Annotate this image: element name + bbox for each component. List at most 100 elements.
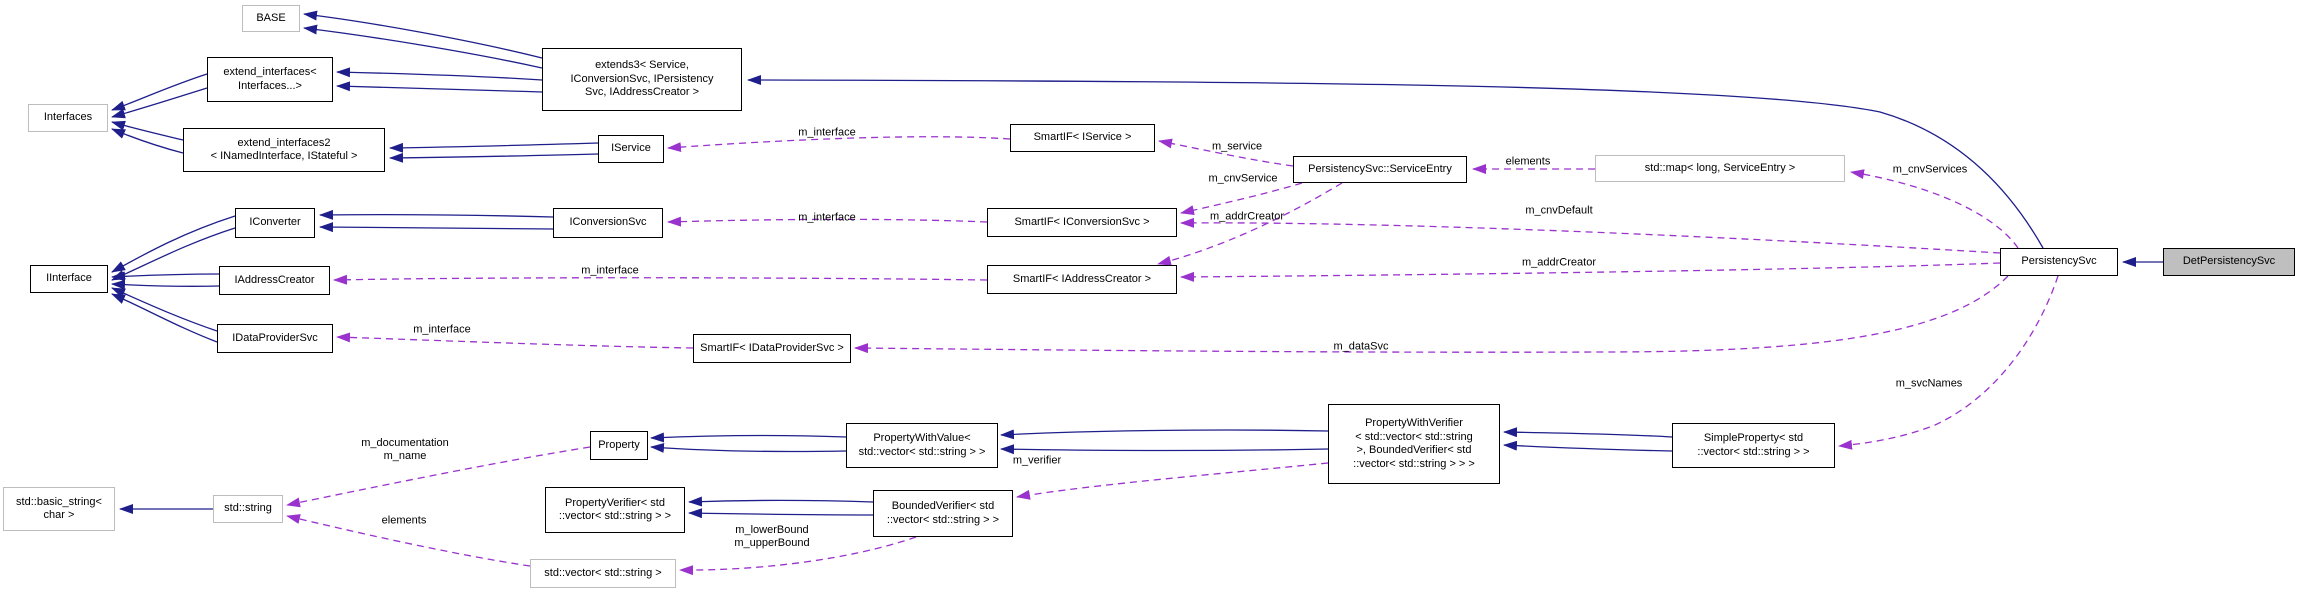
node-label: PropertyWithVerifier < std::vector< std:…	[1353, 417, 1475, 470]
node-detpersistencysvc: DetPersistencySvc	[2163, 248, 2295, 276]
node-persistencysvc-serviceentry[interactable]: PersistencySvc::ServiceEntry	[1293, 156, 1467, 183]
node-label: SmartIF< IService >	[1033, 131, 1132, 144]
node-smartif-iconversionsvc[interactable]: SmartIF< IConversionSvc >	[987, 208, 1177, 237]
node-label: SmartIF< IDataProviderSvc >	[700, 341, 844, 354]
edge-iservice-extendinterfaces2-a	[389, 142, 599, 153]
node-label: SmartIF< IConversionSvc >	[1014, 215, 1150, 228]
node-label: PersistencySvc	[2021, 255, 2097, 268]
edge-stdvector-stdstring	[286, 514, 531, 567]
node-label: IAddressCreator	[234, 273, 315, 286]
edge-iconversionsvc-iconverter-b	[319, 222, 554, 233]
node-iconversionsvc[interactable]: IConversionSvc	[553, 208, 663, 238]
edge-propertywithverifier-propertywithvalue-a	[1000, 429, 1329, 440]
edge-extendinterfaces-interfaces-b	[111, 87, 208, 119]
node-iconverter[interactable]: IConverter	[235, 208, 315, 238]
edge-extendinterfaces2-interfaces-a	[111, 120, 184, 141]
node-propertyverifier[interactable]: PropertyVerifier< std ::vector< std::str…	[545, 487, 685, 533]
edge-iaddresscreator-iinterface-a	[111, 271, 220, 282]
node-label: std::vector< std::string >	[544, 566, 662, 579]
node-property[interactable]: Property	[590, 431, 648, 460]
node-label: PropertyVerifier< std ::vector< std::str…	[558, 496, 672, 523]
node-label: BoundedVerifier< std ::vector< std::stri…	[886, 500, 1000, 526]
edge-propertywithverifier-propertywithvalue-b	[1000, 444, 1329, 455]
node-persistencysvc[interactable]: PersistencySvc	[2000, 248, 2118, 276]
edge-persistencysvc-smartificonversionsvc	[1180, 217, 2001, 254]
node-interfaces: Interfaces	[28, 104, 108, 132]
node-std-string: std::string	[213, 495, 283, 523]
edge-persistencysvc-smartifidataprovidersvc	[854, 275, 2009, 354]
edge-simpleproperty-propertywithverifier-a	[1503, 427, 1673, 438]
node-label: SmartIF< IAddressCreator >	[1012, 272, 1152, 285]
edge-iservice-extendinterfaces2-b	[389, 152, 599, 163]
edge-extends3-base-b	[303, 24, 543, 69]
node-label: IService	[611, 142, 651, 155]
edge-smartifidataprovidersvc-idataprovidersvc	[336, 332, 694, 349]
node-label: extend_interfaces< Interfaces...>	[223, 66, 317, 92]
node-std-basic-string: std::basic_string< char >	[3, 487, 115, 531]
edge-iconverter-iinterface-b	[111, 227, 236, 281]
node-idataprovidersvc[interactable]: IDataProviderSvc	[217, 324, 333, 353]
node-std-map: std::map< long, ServiceEntry >	[1595, 155, 1845, 182]
node-label: IConversionSvc	[569, 216, 647, 229]
edge-extends3-base-a	[303, 10, 543, 59]
node-label: std::basic_string< char >	[16, 495, 102, 522]
edge-persistencysvc-stdmap	[1850, 169, 2019, 249]
node-extend-interfaces2[interactable]: extend_interfaces2 < INamedInterface, IS…	[183, 128, 385, 172]
node-label: IDataProviderSvc	[232, 331, 318, 344]
edge-boundedverifier-propertyverifier-a	[688, 496, 874, 507]
node-extend-interfaces[interactable]: extend_interfaces< Interfaces...>	[207, 57, 333, 102]
node-simpleproperty[interactable]: SimpleProperty< std ::vector< std::strin…	[1672, 423, 1835, 468]
edge-extends3-extendinterfaces-a	[336, 67, 543, 81]
edge-iconverter-iinterface-a	[111, 215, 236, 273]
node-label: std::map< long, ServiceEntry >	[1644, 161, 1796, 174]
node-label: PropertyWithValue< std::vector< std::str…	[858, 432, 986, 458]
edge-propertywithvalue-property-a	[650, 432, 847, 443]
edge-extendinterfaces-interfaces-a	[111, 73, 208, 111]
edge-iconversionsvc-iconverter-a	[319, 209, 554, 220]
edge-smartifiaddresscreator-iaddresscreator	[333, 274, 988, 285]
node-label: BASE	[256, 11, 286, 24]
edge-persistencysvc-smartifiaddresscreator	[1180, 262, 2001, 282]
edge-property-stdstring	[286, 446, 591, 508]
node-smartif-idataprovidersvc[interactable]: SmartIF< IDataProviderSvc >	[693, 334, 851, 363]
node-iinterface[interactable]: IInterface	[30, 265, 108, 293]
edge-smartificonversionsvc-iconversionsvc	[667, 216, 988, 227]
edge-iaddresscreator-iinterface-b	[111, 279, 220, 290]
edge-extendinterfaces2-interfaces-b	[111, 128, 184, 154]
node-base: BASE	[242, 5, 300, 32]
node-smartif-iservice[interactable]: SmartIF< IService >	[1010, 124, 1155, 152]
node-label: PersistencySvc::ServiceEntry	[1308, 162, 1452, 175]
node-label: Property	[598, 438, 640, 451]
edge-smartifiservice-iservice	[667, 136, 1011, 153]
node-propertywithvalue[interactable]: PropertyWithValue< std::vector< std::str…	[846, 423, 998, 468]
edge-serviceentry-smartifiaddresscreator	[1157, 182, 1343, 266]
edge-persistencysvc-simpleproperty	[1838, 275, 2059, 450]
node-label: extends3< Service, IConversionSvc, IPers…	[570, 59, 714, 99]
node-iservice[interactable]: IService	[598, 135, 664, 163]
edge-persistencysvc-extends3	[747, 75, 2044, 249]
edge-serviceentry-smartifiservice	[1158, 138, 1294, 167]
node-label: SimpleProperty< std ::vector< std::strin…	[1697, 432, 1810, 458]
node-label: DetPersistencySvc	[2182, 255, 2276, 268]
node-boundedverifier[interactable]: BoundedVerifier< std ::vector< std::stri…	[873, 490, 1013, 537]
edge-boundedverifier-stdvector	[679, 536, 917, 576]
edge-boundedverifier-propertyverifier-b	[688, 508, 874, 519]
node-propertywithverifier[interactable]: PropertyWithVerifier < std::vector< std:…	[1328, 404, 1500, 484]
node-smartif-iaddresscreator[interactable]: SmartIF< IAddressCreator >	[987, 265, 1177, 294]
node-label: Interfaces	[43, 111, 93, 124]
node-iaddresscreator[interactable]: IAddressCreator	[219, 266, 330, 295]
node-std-vector: std::vector< std::string >	[530, 559, 676, 588]
edge-propertywithvalue-property-b	[650, 442, 847, 453]
node-label: IConverter	[249, 216, 301, 229]
node-label: std::string	[224, 502, 272, 515]
edge-idataprovidersvc-iinterface-a	[111, 287, 218, 332]
edge-simpleproperty-propertywithverifier-b	[1503, 440, 1673, 452]
node-label: extend_interfaces2 < INamedInterface, IS…	[210, 136, 358, 163]
edge-idataprovidersvc-iinterface-b	[111, 293, 218, 343]
node-label: IInterface	[46, 272, 92, 285]
edge-propertywithverifier-boundedverifier	[1016, 462, 1329, 500]
edge-extends3-extendinterfaces-b	[336, 81, 543, 93]
node-extends3[interactable]: extends3< Service, IConversionSvc, IPers…	[542, 48, 742, 111]
